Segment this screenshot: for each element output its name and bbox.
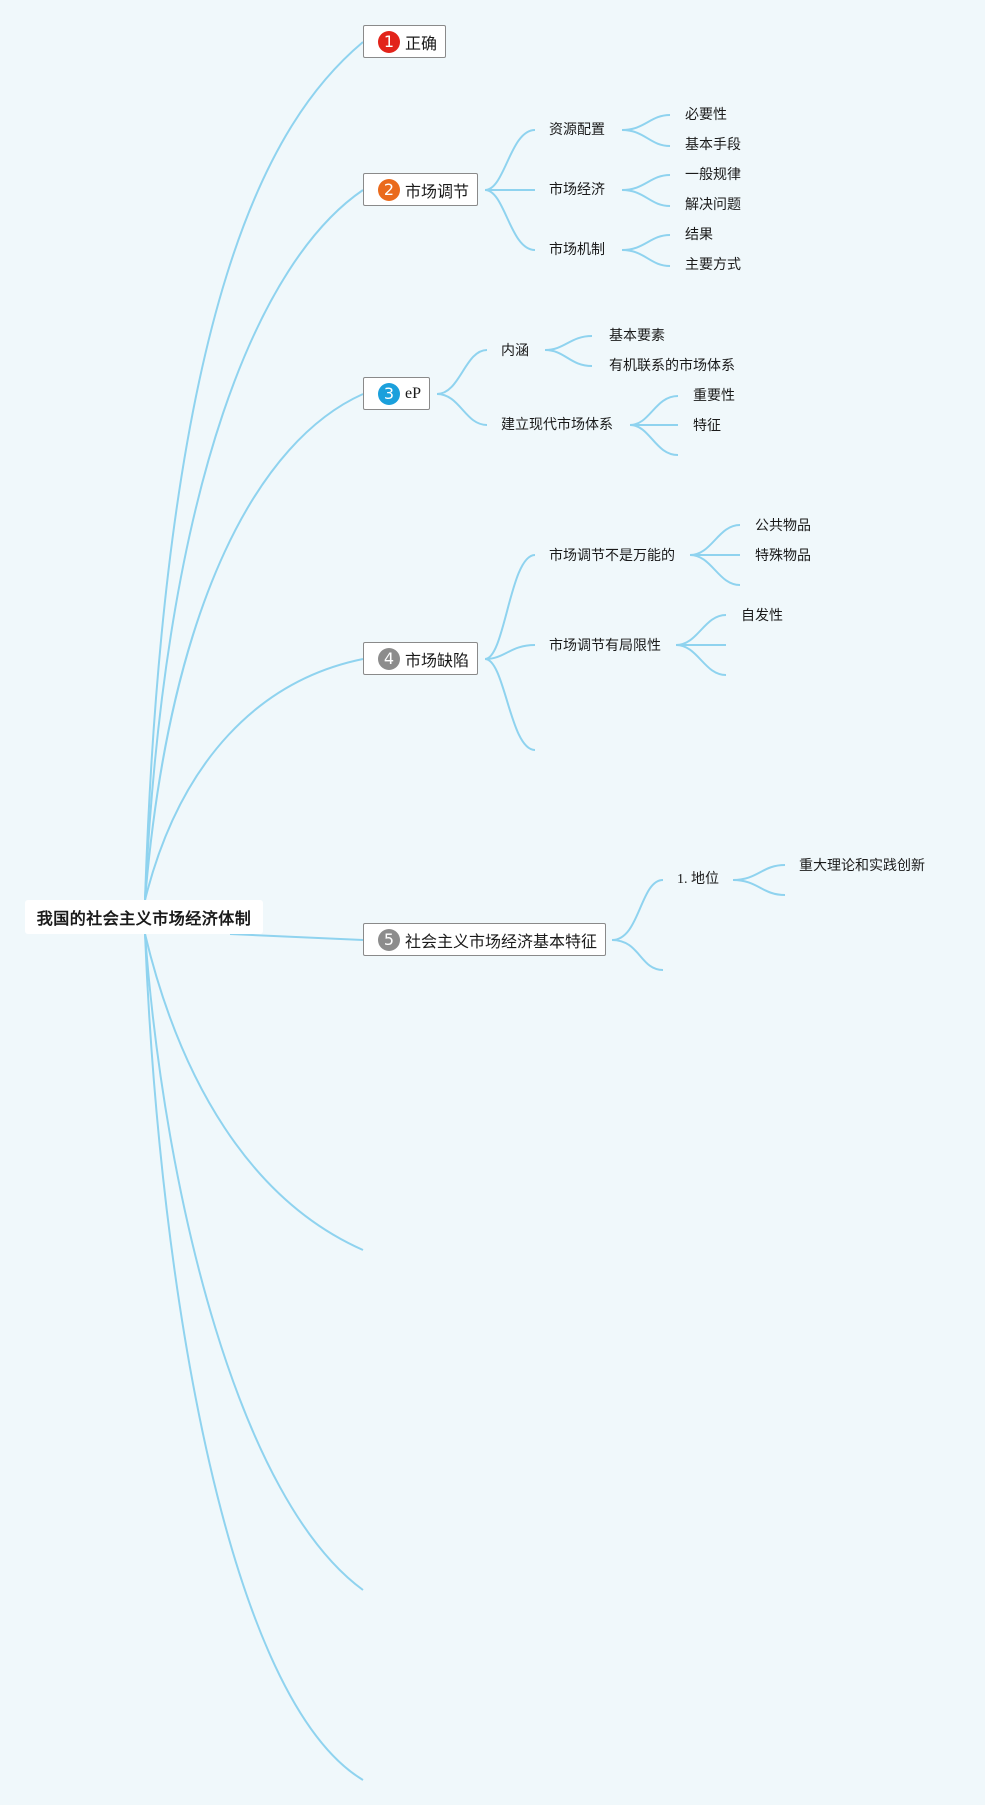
topic-1[interactable]: 1 正确 [363, 25, 447, 58]
link-t4-juxianxing [484, 644, 536, 660]
subtopic-shichang-jizhi[interactable]: 市场机制 [549, 242, 605, 258]
leaf-jiejue-wenti[interactable]: 解决问题 [685, 197, 741, 213]
leaf-jiben-yaosu[interactable]: 基本要素 [609, 328, 665, 344]
number-badge-icon: 5 [378, 928, 400, 951]
link-t4-buwanneng [484, 554, 536, 660]
link-root-t4 [144, 658, 364, 901]
link-t3-neihan [436, 349, 488, 395]
topic-5[interactable]: 5 社会主义市场经济基本特征 [363, 923, 607, 956]
subtopic-juxianxing[interactable]: 市场调节有局限性 [549, 638, 661, 654]
subtopic-shichang-jingji[interactable]: 市场经济 [549, 182, 605, 198]
number-badge-icon: 2 [378, 178, 400, 201]
subtopic-diwei[interactable]: 1. 地位 [677, 872, 719, 887]
link-root-empty-1 [144, 933, 364, 1251]
link-t4-empty [484, 658, 536, 751]
leaf-zifaxing[interactable]: 自发性 [741, 608, 783, 624]
link-root-t3 [144, 393, 364, 901]
leaf-zhuyao-fangshi[interactable]: 主要方式 [685, 257, 741, 273]
leaf-jiben-shouduan[interactable]: 基本手段 [685, 137, 741, 153]
leaf-zhongyaoxing[interactable]: 重要性 [693, 388, 735, 404]
topic-label: 正确 [405, 33, 438, 53]
number-badge-icon: 4 [378, 647, 400, 670]
topic-label: 市场调节 [405, 181, 470, 201]
topic-label: 市场缺陷 [405, 650, 470, 670]
link-t2-ziyuan [484, 129, 536, 191]
central-topic[interactable]: 我国的社会主义市场经济体制 [25, 900, 263, 934]
link-root-empty-2 [144, 933, 364, 1591]
leaf-biyaoxing[interactable]: 必要性 [685, 107, 727, 123]
link-root-empty-3 [144, 933, 364, 1781]
link-root-t2 [144, 189, 364, 901]
subtopic-ziyuan[interactable]: 资源配置 [549, 122, 605, 138]
subtopic-buwanneng[interactable]: 市场调节不是万能的 [549, 548, 675, 564]
topic-4[interactable]: 4 市场缺陷 [363, 642, 479, 675]
leaf-yiban-guilv[interactable]: 一般规律 [685, 167, 741, 183]
topic-label: 社会主义市场经济基本特征 [405, 931, 598, 951]
leaf-youji-lianxi[interactable]: 有机联系的市场体系 [609, 358, 735, 374]
link-t2-jizhi [484, 189, 536, 251]
topic-2[interactable]: 2 市场调节 [363, 173, 479, 206]
central-topic-label: 我国的社会主义市场经济体制 [36, 909, 252, 928]
leaf-gonggong-wupin[interactable]: 公共物品 [755, 518, 811, 534]
link-root-t1 [144, 41, 364, 901]
link-t5-diwei [611, 879, 664, 941]
number-badge-icon: 3 [378, 382, 400, 405]
link-t5-empty [611, 939, 664, 971]
subtopic-neihan[interactable]: 内涵 [501, 343, 529, 359]
number-badge-icon: 1 [378, 30, 400, 53]
leaf-jieguo[interactable]: 结果 [685, 227, 713, 243]
link-root-t5 [229, 933, 364, 941]
leaf-zhongda-lilun[interactable]: 重大理论和实践创新 [799, 858, 925, 874]
subtopic-jianli[interactable]: 建立现代市场体系 [501, 417, 613, 433]
leaf-tezheng[interactable]: 特征 [693, 418, 721, 434]
topic-label: eP [405, 384, 421, 402]
topic-3[interactable]: 3 eP [363, 377, 430, 410]
link-t3-jianli [436, 393, 488, 426]
leaf-teshu-wupin[interactable]: 特殊物品 [755, 548, 811, 564]
